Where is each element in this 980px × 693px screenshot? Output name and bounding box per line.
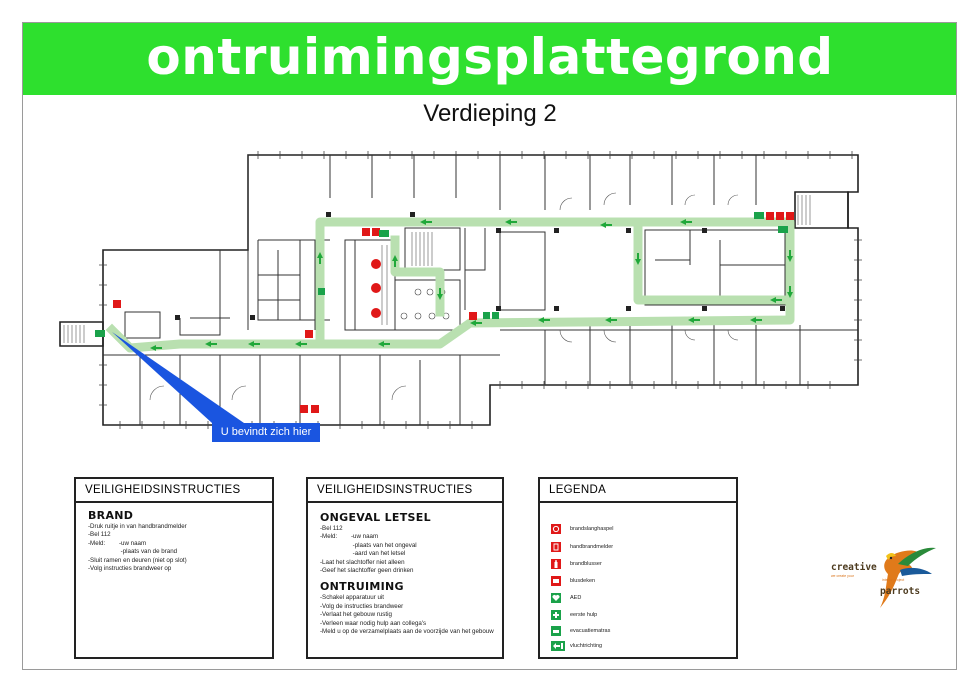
escape-direction-icon: [551, 641, 565, 651]
legend-label: evacuatiematras: [570, 628, 611, 634]
building-walls: [59, 154, 859, 426]
parrot-icon: [880, 547, 936, 608]
plan-rescue-symbols: [95, 212, 788, 337]
title-banner: [23, 23, 956, 95]
legend-label: AED: [570, 595, 582, 601]
fire-instruction-line: -Druk ruitje in van handbrandmelder: [88, 523, 187, 530]
page-frame: [22, 22, 957, 670]
evacuation-instruction-line: -Verlaat het gebouw rustig: [320, 611, 392, 619]
route-arrows: [150, 219, 793, 351]
fire-hose-reel-icon: [551, 524, 561, 534]
logo-slogan: interior project: [882, 578, 905, 582]
injury-instruction-line: -aard van het letsel: [320, 550, 406, 558]
first-aid-icon: [551, 610, 561, 620]
logo-slogan: we create your: [831, 574, 854, 578]
injury-evacuation-panel: VEILIGHEIDSINSTRUCTIES ONGEVAL LETSEL -B…: [306, 477, 504, 659]
injury-section-title: ONGEVAL LETSEL: [320, 511, 431, 524]
fire-instructions-panel: VEILIGHEIDSINSTRUCTIES BRAND -Druk ruitj…: [74, 477, 274, 659]
floor-subtitle: Verdieping 2: [423, 100, 557, 127]
evacuation-instruction-line: -Meld u op de verzamelplaats aan de voor…: [320, 628, 494, 636]
injury-instruction-line: -plaats van het ongeval: [320, 541, 417, 549]
fire-instruction-line: -Meld: -uw naam: [88, 539, 147, 547]
evacuation-mattress-icon: [551, 626, 561, 636]
fire-instruction-line: -Bel 112: [88, 531, 111, 539]
evacuation-instruction-line: -Volg de instructies brandweer: [320, 602, 404, 610]
legend-label: blusdeken: [570, 578, 596, 584]
evacuation-route: [105, 217, 795, 353]
window-ticks: [99, 151, 862, 429]
injury-instruction-line: -Geef het slachtoffer geen drinken: [320, 567, 414, 575]
evacuation-instruction-line: -Schakel apparatuur uit: [320, 594, 384, 602]
legend-header: LEGENDA: [540, 479, 736, 503]
page-title: ontruimingsplattegrond: [146, 28, 834, 86]
injury-instruction-line: -Bel 112: [320, 525, 343, 532]
you-are-here-label: U bevindt zich hier: [212, 423, 320, 442]
fire-alarm-call-point-icon: [551, 542, 561, 552]
fire-instructions-header: VEILIGHEIDSINSTRUCTIES: [76, 479, 272, 503]
interior-walls: [103, 155, 858, 425]
logo-word-parrots: parrots: [880, 586, 921, 597]
injury-instruction-line: -Laat het slachtoffer niet alleen: [320, 558, 405, 566]
evacuation-section-title: ONTRUIMING: [320, 580, 404, 594]
fire-section-title: BRAND: [88, 509, 134, 522]
fire-extinguisher-icon: [551, 559, 561, 569]
legend-label: brandblusser: [570, 561, 602, 567]
plan-fire-symbols: [113, 212, 794, 413]
legend-label: vluchtrichting: [570, 643, 603, 649]
legend-panel: LEGENDA brandslanghaspel handbrandmelder…: [538, 477, 738, 659]
injury-instruction-line: -Meld: -uw naam: [320, 533, 379, 541]
aed-icon: [551, 593, 561, 603]
creative-parrots-logo: creative we create your interior project…: [828, 540, 946, 620]
legend-label: handbrandmelder: [570, 544, 614, 550]
fire-instruction-line: -plaats van de brand: [88, 548, 178, 556]
you-are-here-pointer: [112, 332, 244, 423]
evacuation-instruction-line: -Verleen waar nodig hulp aan collega's: [320, 619, 427, 627]
legend-label: brandslanghaspel: [570, 526, 614, 532]
stairwell-hatching: [63, 195, 811, 343]
injury-instructions-header: VEILIGHEIDSINSTRUCTIES: [308, 479, 502, 503]
fire-blanket-icon: [551, 576, 561, 586]
door-swings: [149, 192, 739, 401]
logo-word-creative: creative: [831, 562, 877, 573]
legend-label: eerste hulp: [570, 612, 598, 618]
fire-instruction-line: -Sluit ramen en deuren (niet op slot): [88, 556, 187, 564]
fire-instruction-line: -Volg instructies brandweer op: [88, 565, 172, 573]
